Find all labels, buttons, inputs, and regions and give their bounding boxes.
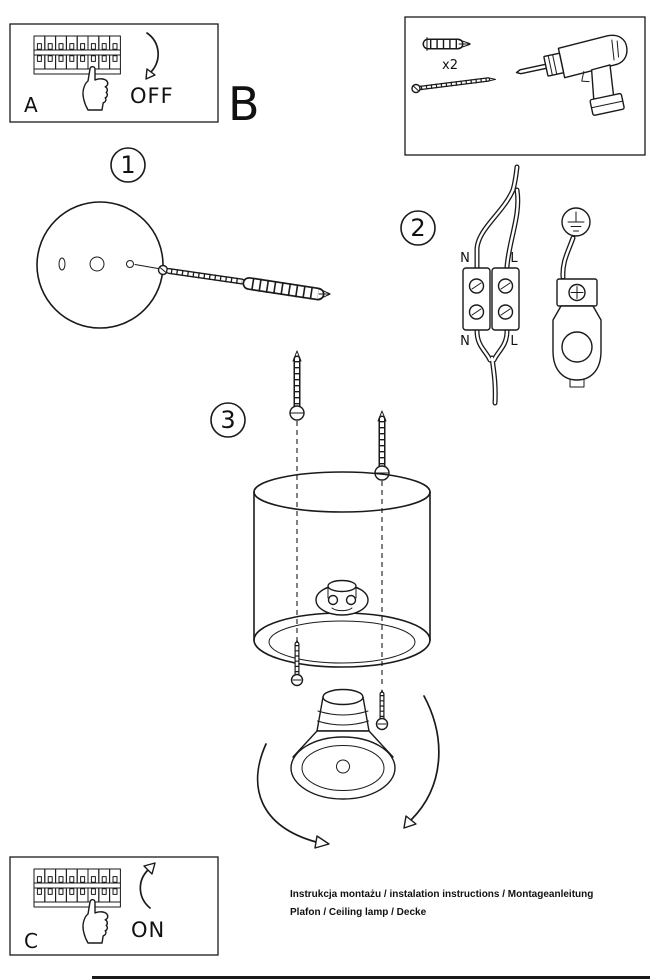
wall-plug-drawing [422,37,471,51]
section-b-label: B [228,77,260,131]
panel-c-label: C [24,929,38,953]
screw-anchor-assembly-drawing [134,264,331,301]
inner-screw-right-drawing [375,689,389,731]
step2-badge: 2 [400,210,436,246]
step3-badge: 3 [210,402,246,438]
footer-line-1: Instrukcja montażu / instalation instruc… [290,889,593,900]
inner-screw-left-drawing [290,639,304,687]
step1-badge: 1 [110,147,146,183]
panel-a-border [9,23,219,123]
power-wires-drawing [474,164,521,406]
mounting-screw-left-drawing [289,350,305,421]
pointing-hand-drawing [82,65,109,111]
anchor-quantity-label: x2 [442,58,458,73]
screw-drawing [411,77,496,94]
earth-wire-drawing [560,235,576,280]
step1-number: 1 [120,151,135,179]
drill-drawing [515,34,628,116]
footer-line-2: Plafon / Ceiling lamp / Decke [290,907,427,918]
rotate-arrow-left [256,743,330,849]
rotate-arrow-right [403,695,440,829]
ceiling-bracket-drawing [552,278,602,388]
socket-drawing [315,579,369,616]
switch-on-arrow-icon [139,862,156,909]
breaker-panel-drawing [34,36,120,74]
mounting-plate-drawing [36,201,164,329]
earth-symbol-drawing [561,207,591,237]
wire-label-l-top: L [510,251,518,266]
panel-a-state: OFF [130,84,174,108]
panel-c: C ON [9,856,219,956]
hardware-box-border [404,16,646,156]
wire-label-n-bottom: N [460,334,470,349]
hardware-box: x2 [404,16,646,156]
alignment-dashed-lines [296,421,383,688]
breaker-panel-drawing [34,869,120,907]
switch-off-arrow-icon [145,32,159,80]
panel-c-border [9,856,219,956]
panel-a: A OFF [9,23,219,123]
step2-number: 2 [410,214,425,242]
panel-c-state: ON [131,918,165,942]
bulb-drawing [290,688,396,800]
lamp-body-drawing [253,471,431,668]
terminal-block-drawing [462,267,520,331]
mounting-screw-right-drawing [374,410,390,481]
pointing-hand-drawing [82,898,109,944]
step3-number: 3 [220,406,235,434]
wire-label-l-bottom: L [510,334,518,349]
panel-a-label: A [24,93,38,117]
wire-label-n-top: N [460,251,470,266]
